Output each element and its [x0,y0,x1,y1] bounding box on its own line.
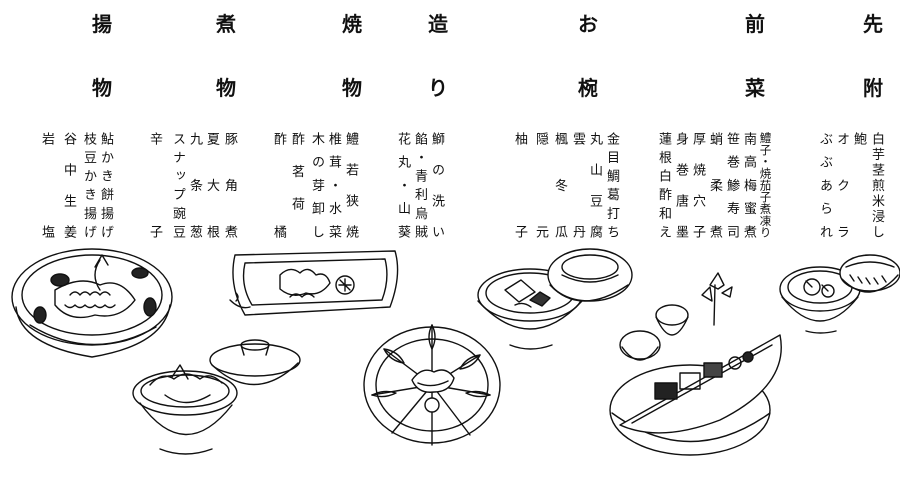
dish-item: 枝豆かき揚げ [81,132,96,238]
heading-top: 前 [745,12,765,36]
dish-item: 岩塩 [39,132,54,238]
dish-item: 厚焼穴子 [690,132,705,238]
heading-top: 先 [863,12,883,36]
dish-item: 蓮根白酢和え [656,132,671,238]
dish-item: ぶぶあられ [817,132,832,238]
nimono-bowl-illustration [132,339,301,455]
dish-item: 柚子 [512,132,527,238]
heading-top: 揚 [92,12,112,36]
course-nimono: 煮 物 [216,0,236,260]
course-heading: 前 菜 [741,14,769,98]
dish-item: 椎茸・水菜 [326,132,341,238]
dish-item: 笹巻鯵寿司 [724,132,739,238]
dish-item: 鱧子・焼茄子煮凍り [758,132,773,238]
course-heading: お 椀 [574,14,602,98]
course-zensai: 前 菜 [745,0,765,260]
heading-bottom: 椀 [578,76,598,100]
dish-item: 丸山豆腐 [587,132,602,238]
owan-bowl-illustration [477,248,633,350]
yakimono-plate-illustration [229,250,399,316]
heading-bottom: 物 [342,76,362,100]
dish-item: 雲丹 [570,132,585,238]
heading-bottom: 菜 [745,76,765,100]
heading-top: お [578,12,598,36]
dish-item: 木の芽卸し [309,132,324,238]
dish-item: 酢橘 [271,132,286,238]
dish-item: 鮑 [851,132,866,145]
dish-item: 花丸・山葵 [395,132,410,238]
dish-item: スナップ豌豆 [170,132,185,238]
course-yakimono: 焼 物 [342,0,362,260]
heading-top: 造 [428,12,448,36]
heading-bottom: り [428,76,448,100]
dish-illustrations [11,248,900,456]
dish-item: 谷中生姜 [61,132,76,238]
course-heading: 揚 物 [88,14,116,98]
course-sakizuke: 先 附 [863,0,883,260]
tsukuri-plate-illustration [363,324,501,446]
course-heading: 先 附 [859,14,887,98]
dish-item: 九条葱 [187,132,202,238]
zensai-platter-illustration [609,272,782,456]
sakizuke-bowl-illustration [779,254,900,334]
course-tsukuri: 造 り [428,0,448,260]
course-heading: 造 り [424,14,452,98]
course-owan: お 椀 [578,0,598,260]
menu-text: 先 附 白芋茎煎米浸し 鮑 オクラ ぶぶあられ 前 菜 鱧子・焼茄子煮凍り 南高… [39,0,884,260]
heading-bottom: 附 [863,76,883,100]
dish-item: 豚角煮 [222,132,237,238]
heading-top: 煮 [216,12,236,36]
heading-bottom: 物 [92,76,112,100]
course-heading: 焼 物 [338,14,366,98]
dish-item: 鱧若狭焼 [343,132,358,238]
dish-item: 金目鯛葛打ち [604,132,619,238]
dish-item: 夏大根 [204,132,219,238]
dish-item: 南高梅蜜煮 [741,132,756,238]
dish-item: 楓冬瓜 [552,132,567,238]
dish-item: 餡・青利烏賊 [412,132,427,238]
course-heading: 煮 物 [212,14,240,98]
dish-item: 鰤の洗い [429,132,444,238]
dish-item: 身巻唐墨 [673,132,688,238]
dish-item: 蛸柔煮 [707,132,722,238]
agemono-bowl-illustration [11,248,173,358]
heading-top: 焼 [342,12,362,36]
dish-item: 白芋茎煎米浸し [869,132,884,238]
dish-item: 隠元 [533,132,548,238]
dish-item: 辛子 [147,132,162,238]
heading-bottom: 物 [216,76,236,100]
dish-item: 鮎かき餅揚げ [98,132,113,238]
course-agemono: 揚 物 [92,0,112,260]
dish-item: 酢茗荷 [289,132,304,210]
dish-item: オクラ [834,132,849,238]
